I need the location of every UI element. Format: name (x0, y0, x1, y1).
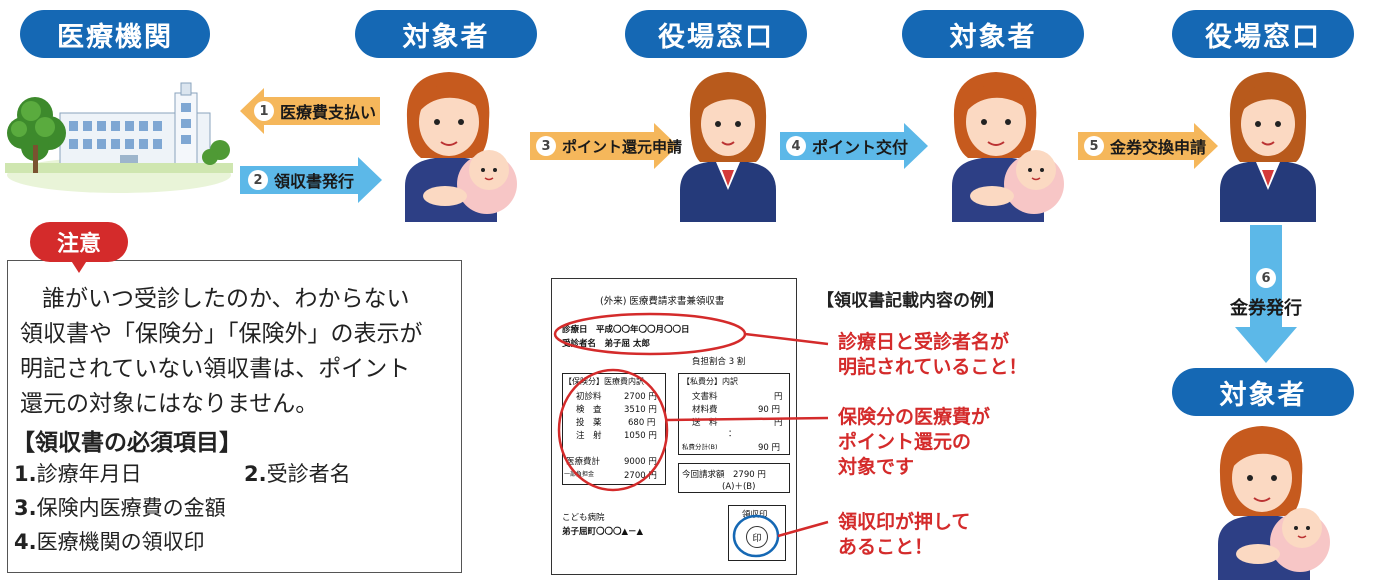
required-item-2: 2.受診者名 (244, 462, 351, 486)
receipt-self-table (678, 373, 790, 455)
receipt-date: 診療日 平成〇〇年〇〇月〇〇日 (562, 325, 690, 335)
step3-arrow-point-refund-application: 3 ポイント還元申請 (530, 123, 682, 169)
callout-insurance-line: 対象です (838, 456, 915, 478)
step5-arrow-voucher-exchange-application: 5 金券交換申請 (1078, 123, 1218, 169)
receipt-insured-row-value: 1050 円 (624, 431, 657, 441)
caution-line-1: 誰がいつ受診したのか、わからない (42, 286, 410, 312)
step4-arrow-point-grant: 4 ポイント交付 (780, 123, 928, 169)
receipt-stamp: 印 (746, 526, 768, 548)
step5-number: 5 (1084, 136, 1104, 156)
step3-number: 3 (536, 136, 556, 156)
leader-line-date-name (744, 332, 829, 346)
receipt-total-formula: (A)＋(B) (722, 482, 756, 492)
step6-label: 金券発行 (1230, 298, 1302, 319)
header-target-person-1: 対象者 (355, 10, 537, 58)
step6-number: 6 (1256, 268, 1276, 288)
step2-arrow-issue-receipt: 2 領収書発行 (240, 157, 382, 203)
callout-stamp-line: あること！ (838, 536, 934, 558)
caution-line-4: 還元の対象にはなりません。 (20, 391, 319, 417)
mother-with-baby-illustration-2 (952, 72, 1064, 222)
highlight-date-name-ellipse (553, 312, 747, 356)
receipt-total-box (678, 463, 790, 493)
receipt-insured-row-key: 医療費計 (566, 457, 601, 467)
step6-arrow-issue-voucher (1235, 225, 1297, 363)
receipt-total: 今回請求額 2790 円 (682, 470, 766, 480)
callout-date-name: 診療日と受診者名が 明記されていること！ (838, 330, 1027, 380)
callout-stamp: 領収印が押して あること！ (838, 510, 970, 560)
step4-label: ポイント交付 (812, 138, 909, 157)
receipt-title: (外来) 医療費請求書兼領収書 (600, 296, 725, 307)
step5-label: 金券交換申請 (1110, 138, 1207, 157)
highlight-insurance-ellipse (557, 368, 669, 492)
receipt-example: (外来) 医療費請求書兼領収書 診療日 平成〇〇年〇〇月〇〇日 受診者名 弟子屈… (551, 278, 797, 575)
caution-text: 誰がいつ受診したのか、わからない 領収書や「保険分」「保険外」の表示が 明記され… (20, 282, 450, 422)
receipt-insured-row-key: 投 薬 (576, 418, 602, 428)
office-clerk-illustration-1 (680, 72, 776, 222)
step2-label: 領収書発行 (274, 172, 355, 191)
receipt-self-row-key: 私費分計(B) (682, 443, 718, 451)
highlight-stamp-ellipse (732, 514, 780, 558)
receipt-insured-row-key: 初診料 (576, 392, 602, 402)
receipt-insured-row-value: 3510 円 (624, 405, 657, 415)
required-items-title: 【領収書の必須項目】 (12, 430, 242, 456)
receipt-self-row-value: 90 円 (758, 443, 781, 453)
leader-line-stamp (777, 520, 829, 538)
callout-insurance-line: 保険分の医療費が (838, 406, 991, 428)
receipt-self-row-key: 送 料 (692, 418, 718, 428)
leader-line-insurance (666, 416, 829, 422)
receipt-stamp-mark: 印 (752, 533, 762, 544)
step4-number: 4 (786, 136, 806, 156)
receipt-burden-ratio: 負担割合 3 割 (692, 357, 746, 367)
header-town-office-1: 役場窓口 (625, 10, 807, 58)
receipt-insured-row-value: 9000 円 (624, 457, 657, 467)
receipt-patient-name: 受診者名 弟子屈 太郎 (562, 339, 650, 349)
receipt-insured-row-value: 2700 円 (624, 471, 657, 481)
receipt-insured-row-key: 検 査 (576, 405, 602, 415)
step1-number: 1 (254, 101, 274, 121)
header-medical-institution: 医療機関 (20, 10, 210, 58)
mother-with-baby-illustration-3 (1218, 426, 1330, 580)
callout-insurance: 保険分の医療費が ポイント還元の 対象です (838, 405, 990, 480)
callout-insurance-line: ポイント還元の (838, 431, 972, 453)
header-target-person-3: 対象者 (1172, 368, 1354, 416)
receipt-insured-row-value: 680 円 (628, 418, 656, 428)
required-item-3: 3.保険内医療費の金額 (14, 496, 226, 520)
receipt-insured-row-key: 一部負担金 (564, 471, 595, 478)
step3-label: ポイント還元申請 (562, 137, 683, 156)
receipt-insured-header: 【保険分】医療費内訳 (564, 377, 644, 386)
receipt-self-row-key: ： (728, 429, 737, 439)
mother-with-baby-illustration-1 (405, 72, 517, 222)
hospital-illustration (5, 82, 233, 193)
receipt-self-row-value: 円 (774, 418, 783, 428)
receipt-insured-row-value: 2700 円 (624, 392, 657, 402)
callout-stamp-line: 領収印が押して (838, 511, 971, 533)
receipt-self-row-value: 円 (774, 392, 783, 402)
receipt-hospital-name: こども病院 (562, 513, 605, 523)
step2-number: 2 (248, 170, 268, 190)
receipt-example-title: 【領収書記載内容の例】 (817, 291, 1004, 311)
receipt-self-header: 【私費分】内訳 (682, 377, 738, 386)
header-target-person-2: 対象者 (902, 10, 1084, 58)
step1-arrow-pay-medical-fee: 1 医療費支払い (240, 88, 380, 134)
step1-label: 医療費支払い (280, 103, 377, 122)
callout-date-name-line: 明記されていること！ (838, 356, 1028, 378)
receipt-self-row-value: 90 円 (758, 405, 781, 415)
receipt-self-row-key: 材料費 (692, 405, 718, 415)
header-town-office-2: 役場窓口 (1172, 10, 1354, 58)
office-clerk-illustration-2 (1220, 72, 1316, 222)
caution-line-3: 明記されていない領収書は、ポイント (20, 356, 411, 382)
receipt-self-row-key: 文書料 (692, 392, 718, 402)
caution-line-2: 領収書や「保険分」「保険外」の表示が (20, 321, 423, 347)
caution-box (7, 260, 462, 573)
receipt-hospital-address: 弟子屈町〇〇〇▲－▲ (562, 527, 644, 537)
caution-badge-pointer (70, 259, 88, 273)
receipt-insured-table (562, 373, 666, 485)
receipt-insured-row-key: 注 射 (576, 431, 602, 441)
required-item-1: 1.診療年月日 (14, 462, 142, 486)
caution-badge: 注意 (30, 222, 128, 262)
callout-date-name-line: 診療日と受診者名が (838, 331, 1010, 353)
required-item-4: 4.医療機関の領収印 (14, 530, 205, 554)
